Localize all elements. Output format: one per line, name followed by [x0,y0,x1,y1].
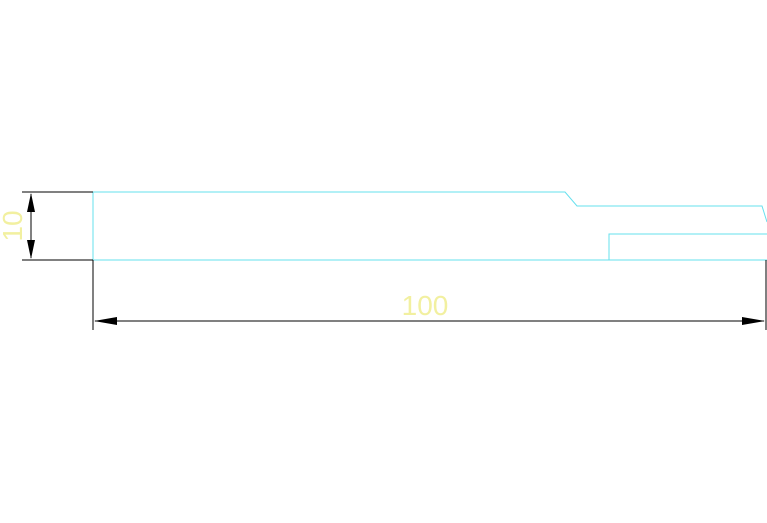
length-dimension-text: 100 [402,290,449,321]
height-arrow-top [27,193,35,212]
height-arrow-bottom [27,240,35,259]
part-outline [92,191,767,261]
dimension-lines [22,191,767,330]
height-dimension-text: 10 [0,210,28,241]
part-step-feature [608,233,767,260]
length-arrow-left [94,317,117,325]
length-arrow-right [742,317,765,325]
dimension-arrows [27,193,765,325]
part-profile [93,191,767,223]
